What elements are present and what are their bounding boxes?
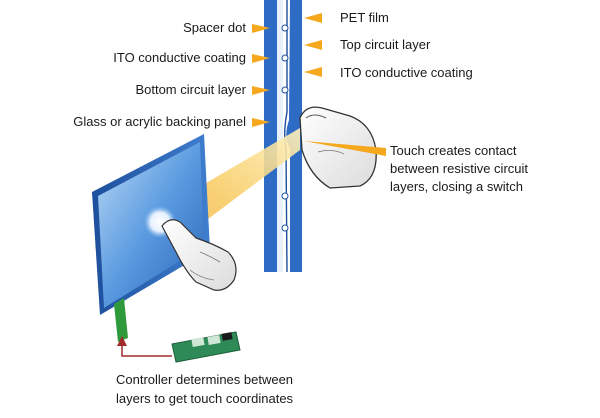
backing-panel-layer	[264, 0, 277, 272]
label-backing-panel: Glass or acrylic backing panel	[73, 114, 246, 129]
touchscreen-panel	[92, 134, 210, 315]
backing-panel-inner	[277, 0, 283, 272]
hand-illustration	[161, 219, 237, 291]
left-callouts: Spacer dot ITO conductive coating Bottom…	[73, 20, 270, 129]
arrow-icon	[304, 40, 322, 50]
label-pet-film: PET film	[340, 10, 389, 25]
touch-note: Touch creates contact between resistive …	[304, 141, 528, 194]
arrow-icon	[252, 54, 270, 63]
touch-note-line-2: between resistive circuit	[390, 161, 528, 176]
arrow-icon	[252, 118, 270, 127]
arrow-icon	[252, 24, 270, 33]
label-ito-coating-right: ITO conductive coating	[340, 65, 473, 80]
label-bottom-circuit-layer: Bottom circuit layer	[135, 82, 246, 97]
controller-note-line-2: layers to get touch coordinates	[116, 391, 294, 406]
arrow-icon	[304, 141, 386, 156]
wire-arrowhead	[117, 336, 127, 346]
controller-note-line-1: Controller determines between	[116, 372, 293, 387]
controller-note: Controller determines between layers to …	[116, 372, 294, 406]
controller-assembly	[114, 298, 241, 363]
arrow-icon	[304, 67, 322, 77]
label-top-circuit-layer: Top circuit layer	[340, 37, 431, 52]
label-spacer-dot: Spacer dot	[183, 20, 246, 35]
touch-note-line-3: layers, closing a switch	[390, 179, 523, 194]
ribbon-cable	[114, 298, 128, 342]
arrow-icon	[252, 86, 270, 95]
touch-note-line-1: Touch creates contact	[390, 143, 517, 158]
spacer-dot	[281, 192, 289, 200]
spacer-dot	[281, 24, 289, 32]
right-callouts: PET film Top circuit layer ITO conductiv…	[304, 10, 473, 80]
spacer-dot	[281, 54, 289, 62]
spacer-dot	[281, 86, 289, 94]
arrow-icon	[304, 13, 322, 23]
controller-board	[171, 331, 241, 363]
spacer-dot	[281, 224, 289, 232]
spacer-dots	[281, 24, 289, 232]
label-ito-coating-left: ITO conductive coating	[113, 50, 246, 65]
signal-wire	[121, 340, 172, 357]
